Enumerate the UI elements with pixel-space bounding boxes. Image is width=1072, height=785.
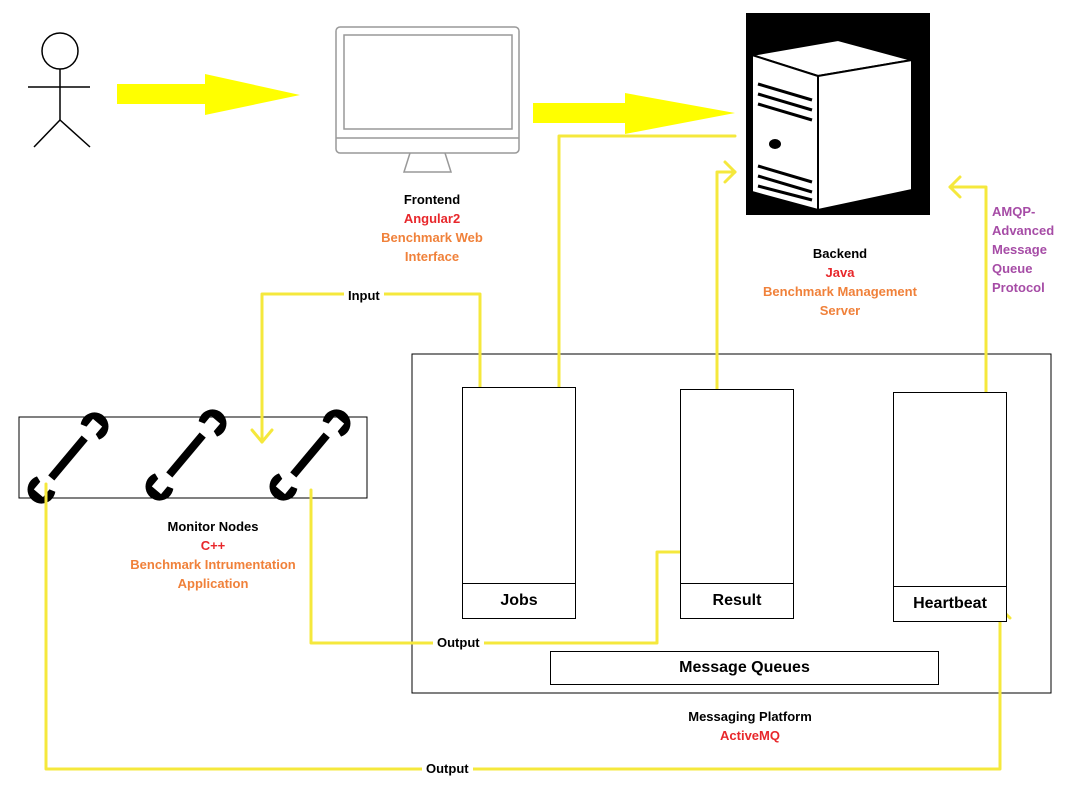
message-queues-bar: Message Queues	[550, 651, 939, 685]
messaging-title: Messaging Platform	[688, 709, 812, 724]
wrench-icon	[269, 409, 351, 501]
backend-desc-line2: Server	[819, 303, 861, 318]
output-to-heartbeat-connector	[44, 482, 1002, 771]
queue-jobs-label: Jobs	[463, 583, 575, 618]
messaging-platform-label: Messaging Platform ActiveMQ	[650, 707, 850, 745]
monitor-desc-line1: Benchmark Intrumentation	[130, 557, 296, 572]
output-result-flow-label: Output	[433, 635, 484, 651]
protocol-label: AMQP- Advanced Message Queue Protocol	[992, 202, 1054, 297]
frontend-title: Frontend	[403, 192, 461, 207]
frontend-to-backend-arrow	[533, 93, 735, 134]
queue-heartbeat: Heartbeat	[893, 392, 1007, 622]
wrench-icon	[145, 409, 227, 501]
result-to-backend-connector	[715, 170, 737, 407]
result-to-backend-arrowhead	[723, 160, 737, 184]
monitor-tech: C++	[200, 538, 226, 553]
protocol-line: Advanced	[992, 223, 1055, 238]
queue-result-label: Result	[681, 583, 793, 618]
messaging-platform-box	[411, 353, 1052, 694]
protocol-line: Message	[992, 242, 1047, 257]
input-arrowhead	[250, 428, 274, 444]
user-stick-figure-icon	[28, 32, 91, 148]
user-to-frontend-arrow	[117, 74, 300, 115]
messaging-tech: ActiveMQ	[720, 728, 780, 743]
backend-tech: Java	[825, 265, 855, 280]
backend-title: Backend	[812, 246, 868, 261]
protocol-line: AMQP-	[992, 204, 1036, 219]
backend-to-jobs-connector	[557, 134, 737, 415]
backend-desc-line1: Benchmark Management	[763, 284, 917, 299]
heartbeat-to-backend-connector	[948, 185, 988, 406]
protocol-line: Protocol	[992, 280, 1045, 295]
protocol-line: Queue	[992, 261, 1033, 276]
frontend-tech: Angular2	[403, 211, 461, 226]
queue-result: Result	[680, 389, 794, 619]
input-flow-label: Input	[344, 288, 384, 304]
monitor-nodes-label: Monitor Nodes C++ Benchmark Intrumentati…	[104, 517, 322, 593]
heartbeat-to-backend-arrowhead	[948, 175, 962, 199]
server-tower-icon	[746, 13, 930, 215]
monitor-icon	[335, 26, 520, 173]
queue-heartbeat-label: Heartbeat	[894, 586, 1006, 621]
output-to-result-connector	[309, 488, 705, 645]
queue-jobs: Jobs	[462, 387, 576, 619]
frontend-desc-line2: Interface	[404, 249, 460, 264]
backend-label: Backend Java Benchmark Management Server	[740, 244, 940, 320]
monitor-desc-line2: Application	[177, 576, 249, 591]
frontend-desc-line1: Benchmark Web	[381, 230, 483, 245]
monitor-title: Monitor Nodes	[167, 519, 259, 534]
wrench-icon	[27, 412, 109, 504]
frontend-label: Frontend Angular2 Benchmark Web Interfac…	[352, 190, 512, 266]
output-heartbeat-flow-label: Output	[422, 761, 473, 777]
